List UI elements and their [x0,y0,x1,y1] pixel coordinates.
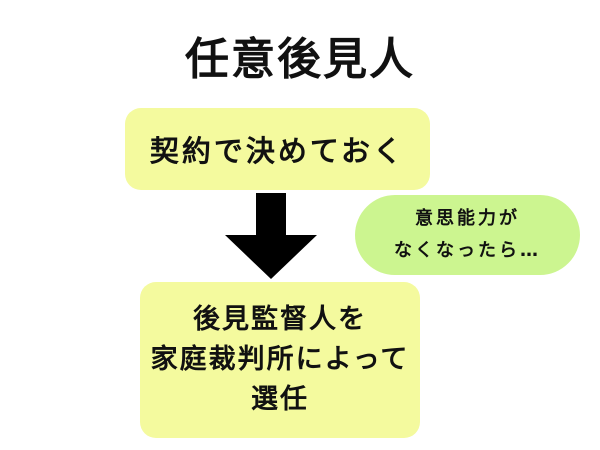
condition-bubble: 意思能力が なくなったら… [355,195,580,275]
down-arrow-shape [225,193,317,279]
supervisor-box-line-1: 後見監督人を [193,304,367,335]
contract-box: 契約で決めておく [125,108,430,190]
down-arrow-icon [225,193,317,279]
diagram-title: 任意後見人 [185,34,415,85]
condition-bubble-line-2: なくなったら… [394,240,541,261]
condition-bubble-line-1: 意思能力が [415,208,520,229]
contract-box-text: 契約で決めておく [149,134,406,168]
supervisor-box-line-3: 選任 [251,384,309,415]
supervisor-box-line-2: 家庭裁判所によって [150,344,410,375]
supervisor-box: 後見監督人を 家庭裁判所によって 選任 [140,282,420,438]
